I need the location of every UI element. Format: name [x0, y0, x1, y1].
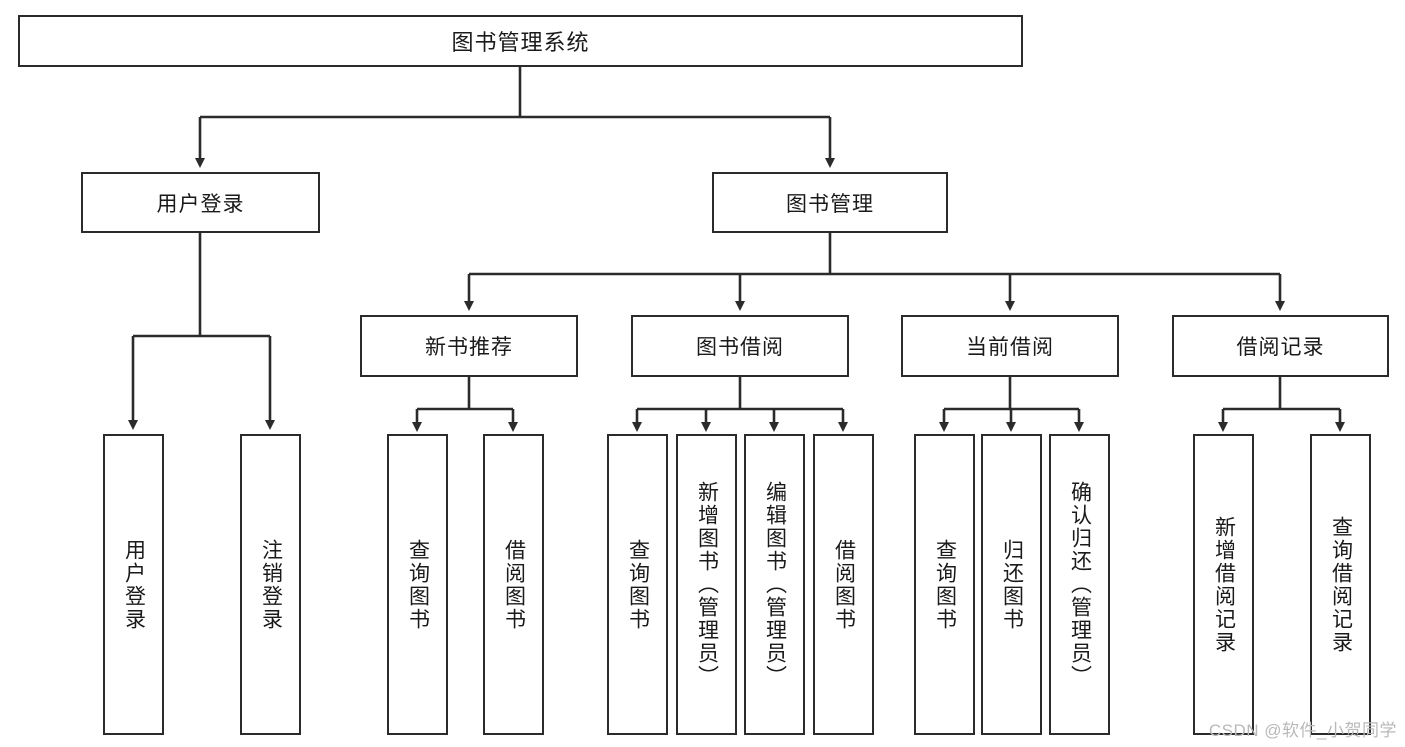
leaf-label: 查询借阅记录 — [1329, 515, 1353, 654]
node-book-borrow-label: 图书借阅 — [696, 336, 784, 359]
node-book-manage[interactable]: 图书管理 — [712, 172, 948, 233]
leaf-user-login-login[interactable]: 用户登录 — [103, 434, 164, 735]
node-book-manage-label: 图书管理 — [786, 192, 874, 216]
node-borrow-record-label: 借阅记录 — [1236, 336, 1325, 359]
leaf-label: 注销登录 — [259, 538, 283, 631]
node-book-borrow[interactable]: 图书借阅 — [631, 315, 849, 377]
leaf-label: 编辑图书（管理员） — [763, 481, 787, 688]
leaf-current-borrow-return[interactable]: 归还图书 — [981, 434, 1042, 735]
leaf-label: 用户登录 — [122, 538, 146, 631]
leaf-label: 新增图书（管理员） — [695, 481, 719, 688]
leaf-label: 查询图书 — [406, 538, 430, 631]
leaf-label: 归还图书 — [1000, 538, 1024, 631]
leaf-book-borrow-borrow[interactable]: 借阅图书 — [813, 434, 874, 735]
leaf-current-borrow-query[interactable]: 查询图书 — [914, 434, 975, 735]
leaf-label: 新增借阅记录 — [1212, 515, 1236, 654]
leaf-current-borrow-confirm[interactable]: 确认归还（管理员） — [1049, 434, 1110, 735]
leaf-label: 借阅图书 — [502, 538, 526, 631]
leaf-book-borrow-add[interactable]: 新增图书（管理员） — [676, 434, 737, 735]
node-current-borrow[interactable]: 当前借阅 — [901, 315, 1119, 377]
node-new-book-recommend-label: 新书推荐 — [425, 336, 513, 359]
leaf-label: 查询图书 — [626, 538, 650, 631]
node-root-label: 图书管理系统 — [451, 30, 590, 55]
node-root[interactable]: 图书管理系统 — [18, 15, 1023, 67]
node-current-borrow-label: 当前借阅 — [966, 336, 1054, 359]
node-borrow-record[interactable]: 借阅记录 — [1172, 315, 1389, 377]
leaf-new-book-query[interactable]: 查询图书 — [387, 434, 448, 735]
node-user-login[interactable]: 用户登录 — [81, 172, 320, 233]
node-user-login-label: 用户登录 — [156, 192, 245, 216]
leaf-book-borrow-query[interactable]: 查询图书 — [607, 434, 668, 735]
leaf-user-login-logout[interactable]: 注销登录 — [240, 434, 301, 735]
leaf-borrow-record-add[interactable]: 新增借阅记录 — [1193, 434, 1254, 735]
leaf-label: 查询图书 — [933, 538, 957, 631]
node-new-book-recommend[interactable]: 新书推荐 — [360, 315, 578, 377]
leaf-label: 确认归还（管理员） — [1068, 481, 1092, 688]
leaf-borrow-record-query[interactable]: 查询借阅记录 — [1310, 434, 1371, 735]
leaf-label: 借阅图书 — [832, 538, 856, 631]
leaf-book-borrow-edit[interactable]: 编辑图书（管理员） — [744, 434, 805, 735]
leaf-new-book-borrow[interactable]: 借阅图书 — [483, 434, 544, 735]
